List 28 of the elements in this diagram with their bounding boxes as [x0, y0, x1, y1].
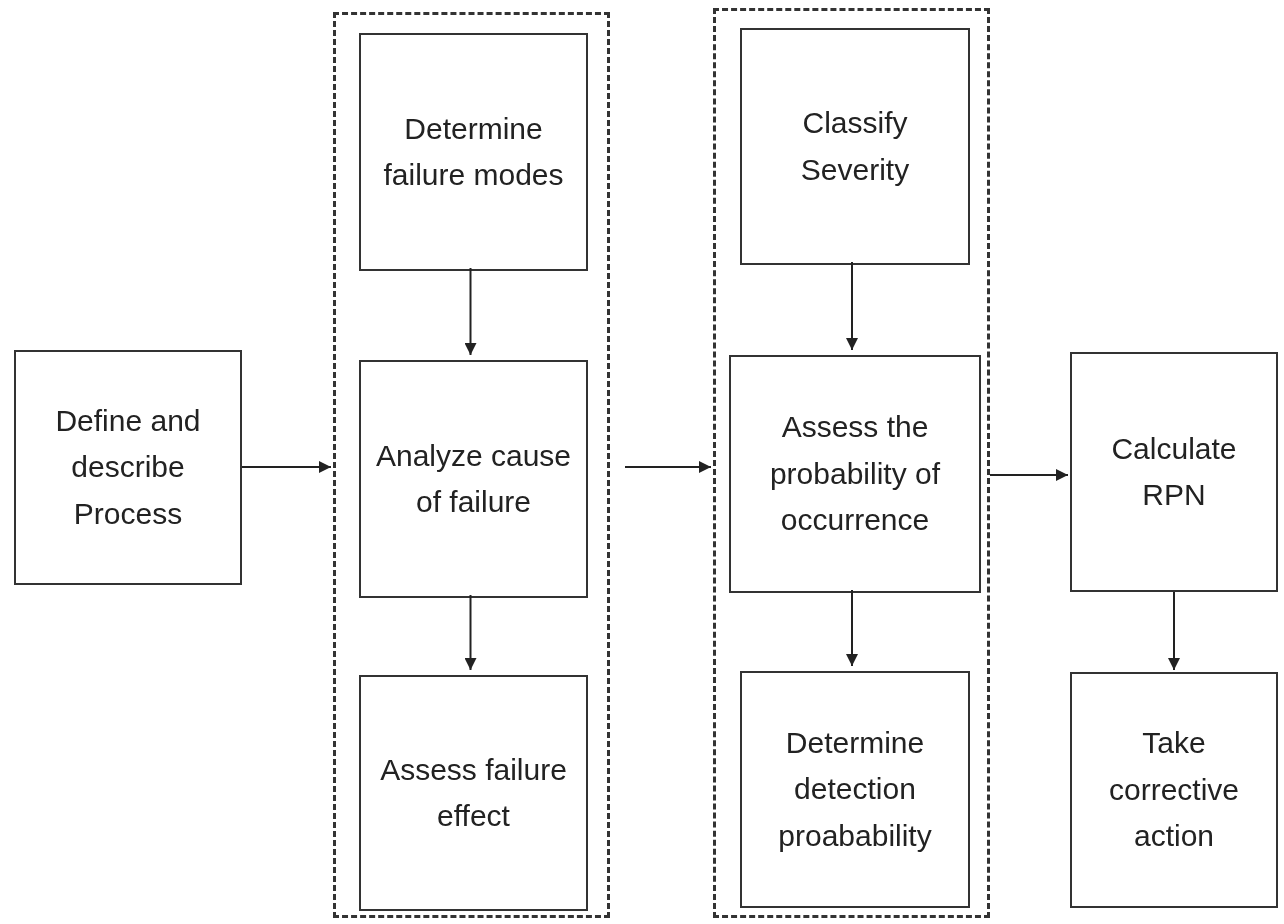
box-label: Analyze cause of failure — [374, 437, 573, 520]
arrow — [989, 469, 1069, 481]
box-label: Determine detection proabability — [777, 724, 933, 854]
box-label: Determine failure modes — [382, 110, 565, 193]
process-box — [729, 355, 981, 593]
process-box — [359, 33, 588, 271]
process-box — [14, 350, 242, 585]
process-box — [740, 28, 970, 265]
box-label: Define and describe Process — [54, 402, 202, 532]
process-box — [359, 360, 588, 598]
arrow — [464, 267, 477, 356]
process-box — [740, 671, 970, 908]
box-label: Classify Severity — [799, 105, 911, 188]
arrow — [241, 461, 332, 473]
box-label: Take corrective action — [1107, 725, 1240, 855]
dashed-group-box — [333, 12, 610, 918]
box-label: Assess failure effect — [379, 751, 568, 834]
arrow — [846, 589, 858, 667]
process-box — [1070, 672, 1278, 908]
process-box — [359, 675, 588, 911]
box-label: Calculate RPN — [1110, 430, 1238, 513]
box-label: Assess the probability of occurrence — [768, 409, 942, 539]
arrow — [464, 594, 477, 671]
dashed-group-box — [713, 8, 990, 918]
arrow — [624, 461, 712, 473]
arrow — [1168, 591, 1180, 671]
process-box — [1070, 352, 1278, 592]
arrow — [846, 261, 858, 351]
